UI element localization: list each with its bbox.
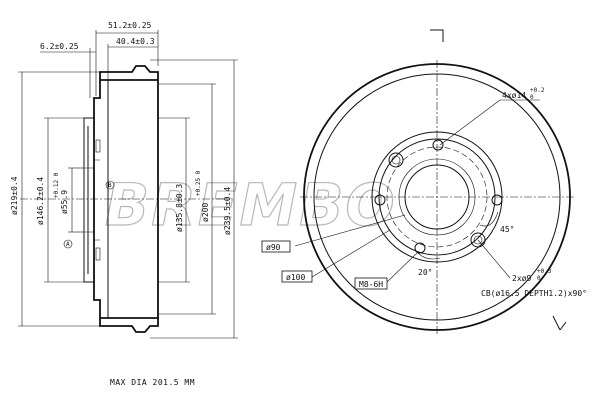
thread-hole: [414, 242, 426, 254]
footer-note: MAX DIA 201.5 MM: [110, 378, 195, 387]
bolt-hole: [388, 152, 404, 168]
bolt-hole-small: [374, 194, 386, 206]
marker-b: B: [108, 182, 112, 189]
label-centering-holes: 2xø9: [512, 274, 531, 283]
dim-dia-219: ø219±0.4: [10, 176, 19, 215]
bolt-hole-small: [491, 194, 503, 206]
front-view-callouts: 4xø14 +0.2 0 ø90 ø100 M8-6H 20° 45° 2xø9…: [261, 87, 587, 298]
label-angle-45: 45°: [500, 225, 514, 234]
dim-dia-200: ø200: [201, 203, 210, 222]
front-view: [300, 29, 575, 335]
svg-text:0: 0: [530, 94, 534, 101]
marker-a: A: [66, 241, 70, 248]
dim-dia-55: ø55.9: [60, 190, 69, 214]
label-pilot-dia: ø90: [266, 243, 281, 252]
brand-watermark: BREMBO: [105, 171, 397, 239]
label-chamfer: CB(ø16.5 DEPTH1.2)x90°: [481, 289, 587, 298]
dim-width-inner: 40.4±0.3: [116, 37, 155, 46]
dim-dia-135: ø135.8±0.3: [175, 184, 184, 232]
dim-dia-239: ø239.5±0.4: [223, 187, 232, 235]
dim-flange-thickness: 6.2±0.25: [40, 42, 79, 51]
label-thread: M8-6H: [359, 280, 383, 289]
dim-dia-200-tol: +0.25 0: [195, 170, 202, 196]
label-pcd: ø100: [286, 273, 305, 282]
dim-dia-55-tol: +0.12 0: [53, 172, 60, 198]
dim-width-total: 51.2±0.25: [108, 21, 152, 30]
label-bolt-tol: +0.2: [530, 87, 545, 94]
side-section-view: 51.2±0.25 40.4±0.3 6.2±0.25 ø219±0.4 ø14…: [10, 21, 238, 339]
bolt-hole: [470, 232, 486, 248]
bolt-hole-small: [432, 139, 444, 151]
dim-dia-146: ø146.2±0.4: [36, 177, 45, 225]
label-angle-20: 20°: [418, 268, 432, 277]
label-bolt-holes: 4xø14: [502, 91, 526, 100]
svg-text:0: 0: [537, 275, 541, 282]
svg-text:+0.3: +0.3: [537, 268, 552, 275]
